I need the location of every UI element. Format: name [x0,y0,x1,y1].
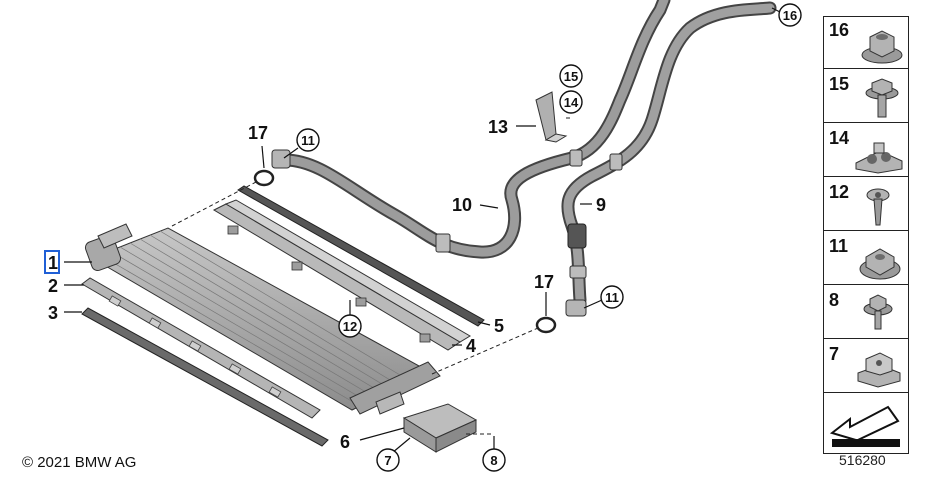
callout-10: 10 [452,195,472,215]
rod-part [237,185,485,327]
legend-item: 15 [824,71,908,123]
callout-1: 1 [48,253,58,273]
svg-text:7: 7 [384,453,391,468]
legend-item: 14 [824,125,908,177]
callout-5: 5 [494,316,504,336]
callout-15: 15 [559,64,583,88]
callout-14: 14 [559,90,583,114]
legend-item: 11 [824,233,908,285]
svg-text:11: 11 [605,290,619,305]
svg-text:12: 12 [343,319,357,334]
callout-12: 12 [338,314,362,338]
svg-text:15: 15 [564,69,578,84]
svg-text:8: 8 [490,453,497,468]
legend-item: 7 [824,341,908,393]
hex-bolt-icon [865,78,899,118]
legend-number: 16 [829,20,850,40]
callout-2: 2 [48,276,58,296]
callout-4: 4 [466,336,476,356]
legend-item: 12 [824,179,908,231]
o-ring-lower [535,316,557,334]
hex-nut-icon [859,248,901,280]
callout-6: 6 [340,432,350,452]
legend-number: 11 [829,236,849,256]
callout-7: 7 [376,448,400,472]
copyright-text: © 2021 BMW AG [22,454,137,471]
callout-17-upper: 17 [248,123,268,143]
svg-text:14: 14 [564,95,579,110]
hex-screw-washer-icon [863,294,893,330]
svg-text:16: 16 [783,8,797,23]
callout-17-lower: 17 [534,272,554,292]
svg-text:11: 11 [301,133,315,148]
bracket-13-part [535,91,568,143]
lower-trim-part [81,277,321,419]
legend-item: 8 [824,287,908,339]
callout-9: 9 [596,195,606,215]
legend-number: 8 [829,290,840,310]
diagram-id: 516280 [839,452,886,468]
air-guide-bracket-part [212,199,471,351]
legend-item: 16 [824,17,908,69]
callout-16: 16 [778,3,802,27]
torx-screw-icon [866,188,890,226]
callout-8: 8 [482,448,506,472]
spring-nut-icon [857,352,901,388]
hex-nut-flange-icon [861,30,903,64]
radiator-part [84,223,441,415]
cable-clip-icon [855,142,903,174]
callout-11-lower: 11 [600,285,624,309]
callout-13: 13 [488,117,508,137]
legend-number: 12 [829,182,850,202]
seal-strip-part [81,307,329,447]
parts-legend: 16 15 14 12 11 [823,16,909,454]
callout-1-highlight [44,250,60,274]
arrow-symbol-icon [829,405,900,447]
callout-3: 3 [48,303,58,323]
o-ring-upper [253,169,275,187]
callout-11-upper: 11 [296,128,320,152]
connector-block-part [402,403,478,453]
legend-number: 14 [829,128,850,148]
legend-number: 7 [829,344,840,364]
legend-number: 15 [829,74,850,94]
legend-item [824,395,908,453]
